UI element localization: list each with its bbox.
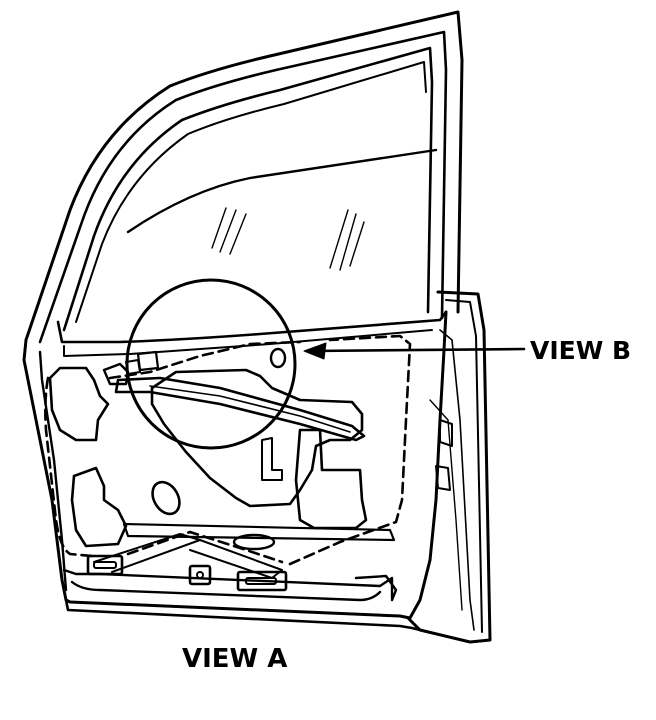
mount-tab-left	[86, 554, 124, 576]
bottom-slot	[232, 533, 276, 551]
mount-tab-right-slot	[245, 577, 277, 585]
inner-panel-bottom-flange	[64, 598, 422, 632]
right-access-hole	[294, 428, 368, 530]
beltline-outer	[56, 310, 448, 344]
view-b-circle	[125, 278, 297, 450]
central-access-hole	[150, 368, 364, 508]
inner-panel-bottom-curve	[70, 580, 382, 602]
window-frame-mid	[38, 30, 448, 344]
door-rear-fold-2	[429, 399, 463, 611]
window-frame-inner-2	[75, 61, 427, 323]
view-b-arrowhead	[303, 342, 327, 360]
glass-channel-dashed	[44, 334, 412, 566]
door-rear-fold	[439, 329, 475, 631]
mount-tab-center-hole	[196, 571, 204, 579]
regulator-clip	[102, 362, 130, 386]
view-b-label: VIEW B	[530, 336, 632, 365]
speaker-cutout	[48, 366, 110, 442]
view-b-hole	[269, 347, 287, 369]
lower-access-hole-left	[70, 466, 128, 548]
mount-tab-left-slot	[93, 561, 117, 569]
regulator-bracket	[261, 437, 283, 481]
mount-tab-right	[236, 570, 288, 592]
bottom-right-lip	[354, 574, 398, 602]
window-glass-top	[126, 148, 438, 234]
lower-brace-diagonal-left	[93, 533, 201, 573]
window-frame-outer	[24, 10, 464, 342]
glass-reflection-hatch	[211, 207, 365, 271]
regulator-rail-line	[149, 385, 351, 433]
window-frame-inner	[62, 46, 434, 332]
glass-channel-dashed-top	[108, 340, 302, 380]
regulator-clip-2	[136, 350, 160, 372]
inner-panel-bottom-step	[62, 568, 394, 600]
regulator-rail	[114, 376, 366, 442]
inner-panel-outline	[22, 310, 448, 620]
inner-panel-left-edge	[38, 350, 68, 592]
view-a-label: VIEW A	[182, 644, 288, 674]
lower-brace-diagonal-right	[189, 539, 283, 579]
lower-brace	[122, 522, 396, 542]
oval-hole	[151, 480, 181, 516]
view-b-leader-line	[310, 347, 526, 353]
mount-tab-center	[188, 564, 212, 586]
